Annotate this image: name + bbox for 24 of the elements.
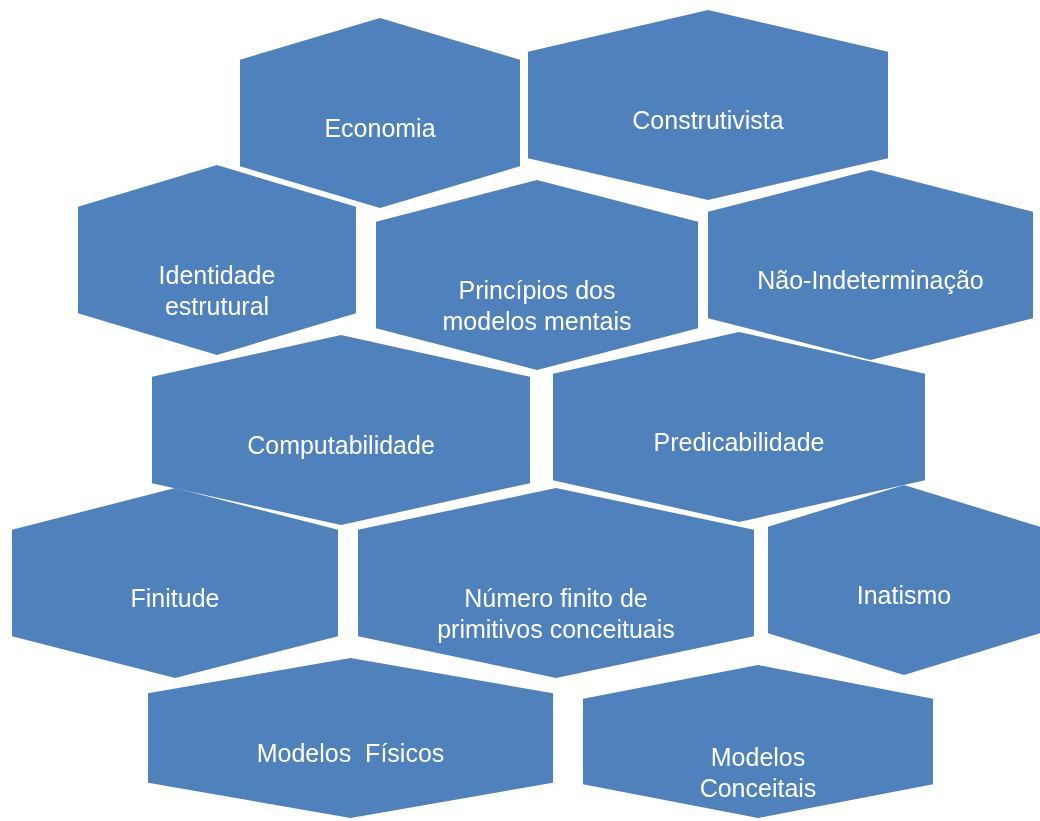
hexagon-node xyxy=(152,335,530,525)
hexagon-node xyxy=(708,170,1033,360)
hexagon-node xyxy=(528,10,888,200)
node-label: Não-Indeterminação xyxy=(756,265,985,296)
node-label: Modelos Físicos xyxy=(255,738,446,769)
hexagon-node xyxy=(240,18,520,208)
node-label: Identidade estrutural xyxy=(157,260,277,322)
hexagon-node xyxy=(148,658,553,818)
node-label: Modelos Conceitais xyxy=(698,741,818,804)
hexagon-node xyxy=(78,165,356,355)
node-label: Economia xyxy=(323,113,437,144)
hexagon-node xyxy=(768,485,1040,675)
hexagon-node xyxy=(376,180,698,370)
node-label: Finitude xyxy=(129,583,221,614)
node-label: Computabilidade xyxy=(246,430,436,461)
hexagon-node xyxy=(583,665,933,818)
node-label: Princípios dos modelos mentais xyxy=(442,275,632,337)
hexagon-node xyxy=(358,488,754,678)
node-label: Inatismo xyxy=(855,580,953,611)
node-label: Predicabilidade xyxy=(652,427,826,458)
node-label: Construtivista xyxy=(631,105,785,136)
hexagon-node xyxy=(553,332,925,522)
hexagon-node xyxy=(12,488,338,678)
node-label: Número finito de primitivos conceituais xyxy=(436,583,676,645)
